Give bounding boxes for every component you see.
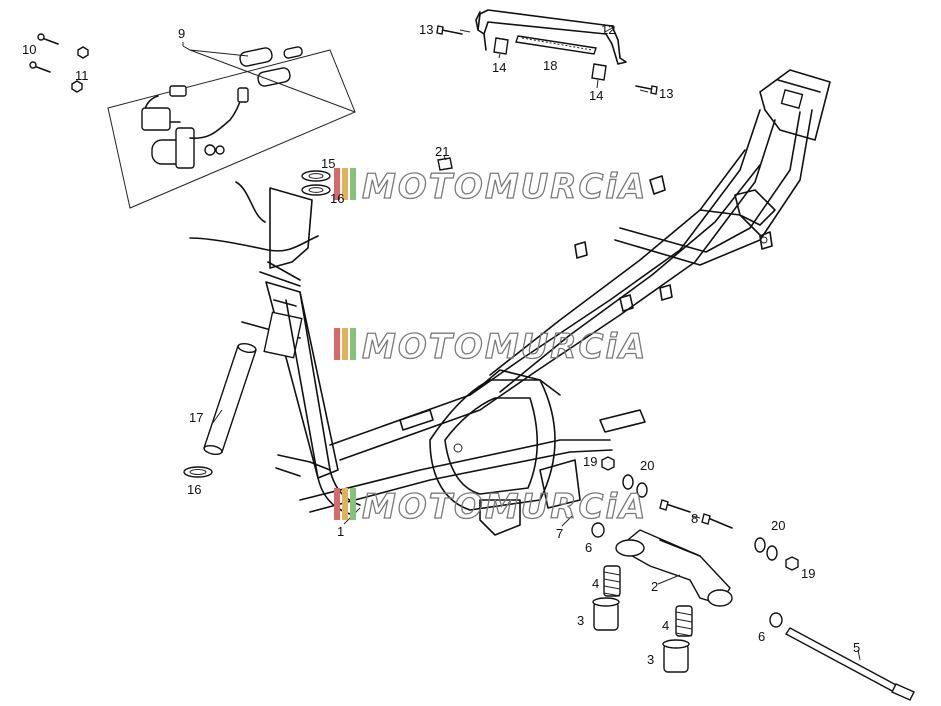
part-3-bushings (592, 597, 690, 673)
callout-6: 6 (585, 540, 592, 555)
leader-lines (182, 27, 861, 661)
watermark-stripe (350, 488, 356, 520)
watermark-text: MOTOMURCiA (362, 167, 647, 207)
callout-13: 13 (419, 22, 433, 37)
watermark-stripe (342, 168, 348, 200)
watermark-stripe (342, 328, 348, 360)
callout-8: 8 (691, 511, 698, 526)
part-10-11-bolts (29, 33, 89, 93)
watermark-middle: MOTOMURCiA (334, 326, 647, 368)
part-16-ring-lower (183, 466, 213, 478)
part-20-washers (622, 474, 778, 561)
part-9-lock-set-box (107, 46, 356, 209)
watermark-bottom: MOTOMURCiA (334, 486, 647, 528)
main-frame (189, 69, 831, 536)
part-4-springs (603, 565, 693, 637)
callout-19: 19 (801, 566, 815, 581)
part-19-nuts (601, 456, 799, 571)
callout-19: 19 (583, 454, 597, 469)
callout-10: 10 (22, 42, 36, 57)
part-13-screws (436, 25, 658, 95)
callout-3: 3 (577, 613, 584, 628)
watermark-top: MOTOMURCiA (334, 166, 647, 208)
callout-9: 9 (178, 26, 185, 41)
watermark-stripe (350, 168, 356, 200)
callout-4: 4 (592, 576, 599, 591)
callout-7: 7 (556, 526, 563, 541)
callout-14: 14 (589, 88, 603, 103)
callout-20: 20 (771, 518, 785, 533)
callout-18: 18 (543, 58, 557, 73)
callout-12: 12 (601, 22, 615, 37)
callout-labels: 9 10 11 13 12 14 18 14 13 21 15 16 17 16… (22, 22, 860, 667)
watermark-stripe (334, 328, 340, 360)
callout-16: 16 (330, 191, 344, 206)
callout-1: 1 (337, 524, 344, 539)
callout-3: 3 (647, 652, 654, 667)
callout-20: 20 (640, 458, 654, 473)
part-15-16-washers-upper (301, 170, 331, 196)
callout-13: 13 (659, 86, 673, 101)
part-6-washers (591, 522, 783, 628)
part-21-clip (437, 157, 453, 171)
watermark-stripe (334, 488, 340, 520)
callout-15: 15 (321, 156, 335, 171)
callout-6: 6 (758, 629, 765, 644)
part-17-tube (203, 342, 257, 456)
part-14-clips (493, 37, 607, 81)
callout-21: 21 (435, 144, 449, 159)
callout-17: 17 (189, 410, 203, 425)
callout-5: 5 (853, 640, 860, 655)
watermark-text: MOTOMURCiA (362, 487, 647, 527)
part-8-bolt (659, 499, 733, 529)
callout-16: 16 (187, 482, 201, 497)
part-18-strip (515, 35, 597, 55)
watermark-stripe (350, 328, 356, 360)
watermark-stripe (334, 168, 340, 200)
callout-2: 2 (651, 579, 658, 594)
callout-11: 11 (75, 68, 89, 83)
part-2-center-stand-bracket (615, 529, 733, 607)
part-5-long-pin (784, 627, 915, 701)
watermark-text: MOTOMURCiA (362, 327, 647, 367)
watermark-stripe (342, 488, 348, 520)
callout-4: 4 (662, 618, 669, 633)
callout-14: 14 (492, 60, 506, 75)
part-12-rear-bracket (475, 9, 627, 65)
